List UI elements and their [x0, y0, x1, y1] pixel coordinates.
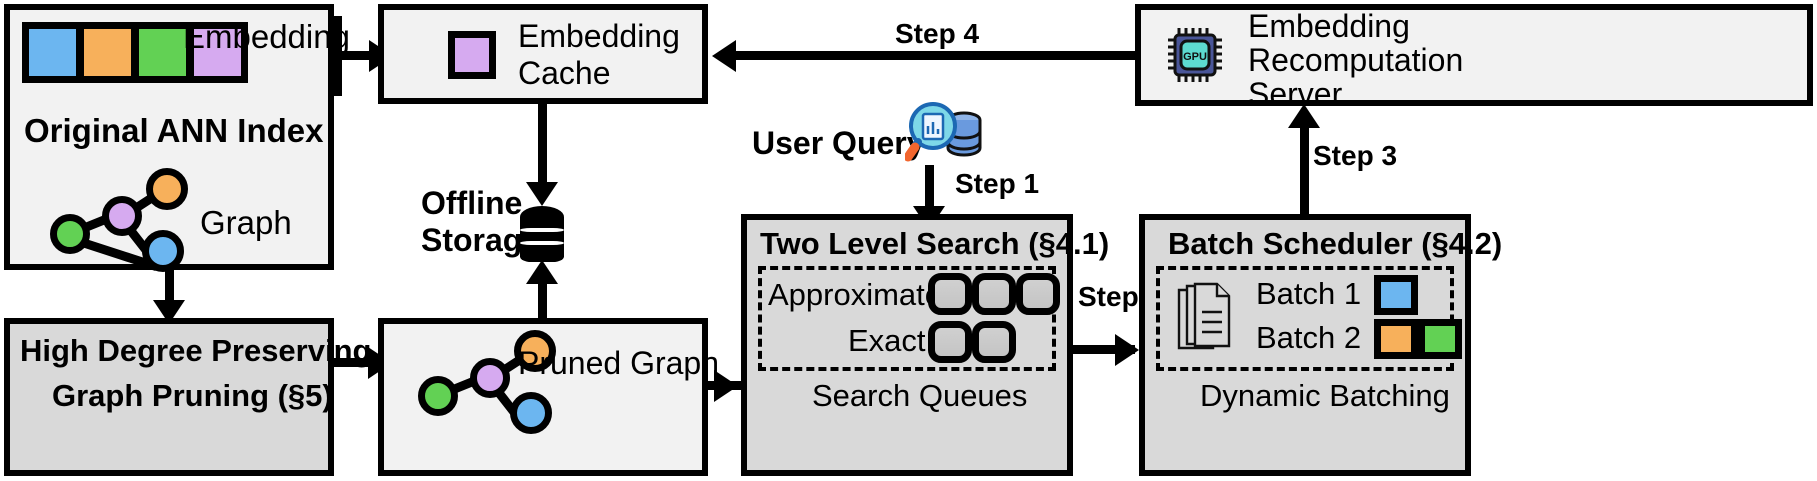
arrow-step1-line: [925, 165, 934, 213]
documents-stack-icon: [1177, 282, 1231, 350]
step-1-label: Step 1: [952, 168, 1043, 200]
arrow-step2-head: [1115, 334, 1139, 366]
db-body: [520, 217, 564, 257]
exact-row-label: Exact: [848, 323, 926, 358]
embedding-chip-blue: [29, 29, 80, 76]
ann-index-graph-icon: [42, 168, 188, 272]
original-ann-index-title: Original ANN Index: [24, 112, 324, 149]
two-level-search-box: [741, 214, 1073, 476]
embedding-cache-box: [378, 4, 708, 104]
batch-1-chip-blue: [1374, 275, 1418, 315]
batch-2-chip-orange: [1374, 319, 1418, 359]
embedding-cache-line2: Cache: [518, 55, 611, 91]
recomputation-server-box: [1135, 4, 1813, 106]
exact-queue-cell[interactable]: [928, 321, 972, 363]
graph-node-green: [50, 214, 90, 254]
arrow-pruned-to-storage-head: [526, 260, 558, 284]
search-queues-footer: Search Queues: [812, 378, 1028, 413]
search-database-icon: [905, 102, 982, 162]
graph-node-purple: [470, 358, 510, 398]
embedding-label: Embedding: [183, 18, 350, 55]
recomputation-server-line1: Embedding: [1248, 8, 1410, 44]
graph-node-orange: [514, 330, 556, 372]
gpu-chip-icon: GPU: [1168, 28, 1222, 82]
recomputation-server-line3: Server: [1248, 76, 1343, 112]
dynamic-batching-footer: Dynamic Batching: [1200, 378, 1450, 413]
offline-storage-line1: Offline: [421, 185, 523, 221]
purple-square-icon: [448, 31, 496, 79]
arrow-index-to-pruning-line: [165, 270, 174, 306]
dynamic-batching-dashed-region: [1156, 266, 1454, 371]
database-cylinder-icon: [520, 206, 564, 262]
graph-label: Graph: [200, 204, 292, 241]
graph-node-blue: [142, 230, 184, 272]
db-gap: [520, 228, 564, 232]
batch-2-label: Batch 2: [1256, 320, 1362, 355]
batch-2-chip-green: [1418, 319, 1462, 359]
graph-pruning-line1: High Degree Preserving: [20, 333, 372, 368]
approximate-row-label: Approximate: [768, 277, 943, 312]
embedding-cache-line1: Embedding: [518, 18, 680, 54]
arrow-index-to-cache-hline: [333, 51, 375, 60]
exact-queue-cell[interactable]: [972, 321, 1016, 363]
batch-1-label: Batch 1: [1256, 276, 1362, 311]
recomputation-server-line2: Recomputation: [1248, 42, 1464, 78]
approximate-queue-cell[interactable]: [972, 273, 1016, 315]
db-bottom: [520, 251, 564, 262]
db-gap: [520, 241, 564, 245]
pruned-graph-label: Pruned Graph: [518, 345, 720, 381]
arrow-cache-to-storage-line: [538, 104, 547, 188]
two-level-search-title: Two Level Search (§4.1): [760, 226, 1110, 261]
graph-node-orange: [146, 168, 188, 210]
graph-pruning-box: [4, 318, 334, 476]
graph-node-purple: [102, 196, 142, 236]
arrow-step3-head: [1288, 104, 1320, 128]
arrow-pruned-to-storage-line: [538, 280, 547, 318]
search-queues-dashed-region: [758, 266, 1056, 371]
arrow-step3-line: [1300, 124, 1309, 214]
graph-node-blue: [510, 392, 552, 434]
approximate-queue-cell[interactable]: [928, 273, 972, 315]
arrow-cache-to-storage-head: [526, 182, 558, 206]
arrow-step2-line: [1073, 345, 1135, 354]
embedding-chip-green: [135, 29, 190, 76]
user-query-label: User Query: [752, 125, 925, 161]
approximate-queue-cell[interactable]: [1016, 273, 1060, 315]
arrow-pruning-to-pruned-line: [334, 358, 374, 367]
embedding-strip: [22, 22, 248, 83]
batch-scheduler-title: Batch Scheduler (§4.2): [1168, 226, 1503, 261]
arrow-pruned-to-search-head: [714, 370, 738, 402]
graph-pruning-line2: Graph Pruning (§5): [52, 378, 333, 413]
step-3-label: Step 3: [1310, 140, 1401, 172]
pruned-graph-icon: [410, 330, 556, 440]
graph-node-green: [418, 376, 458, 416]
step-4-label: Step 4: [892, 18, 983, 50]
arrow-step4-head: [712, 40, 736, 72]
arrow-step4-line: [720, 51, 1137, 60]
embedding-chip-purple: [190, 29, 241, 76]
svg-text:GPU: GPU: [1183, 51, 1207, 63]
embedding-chip-orange: [80, 29, 135, 76]
